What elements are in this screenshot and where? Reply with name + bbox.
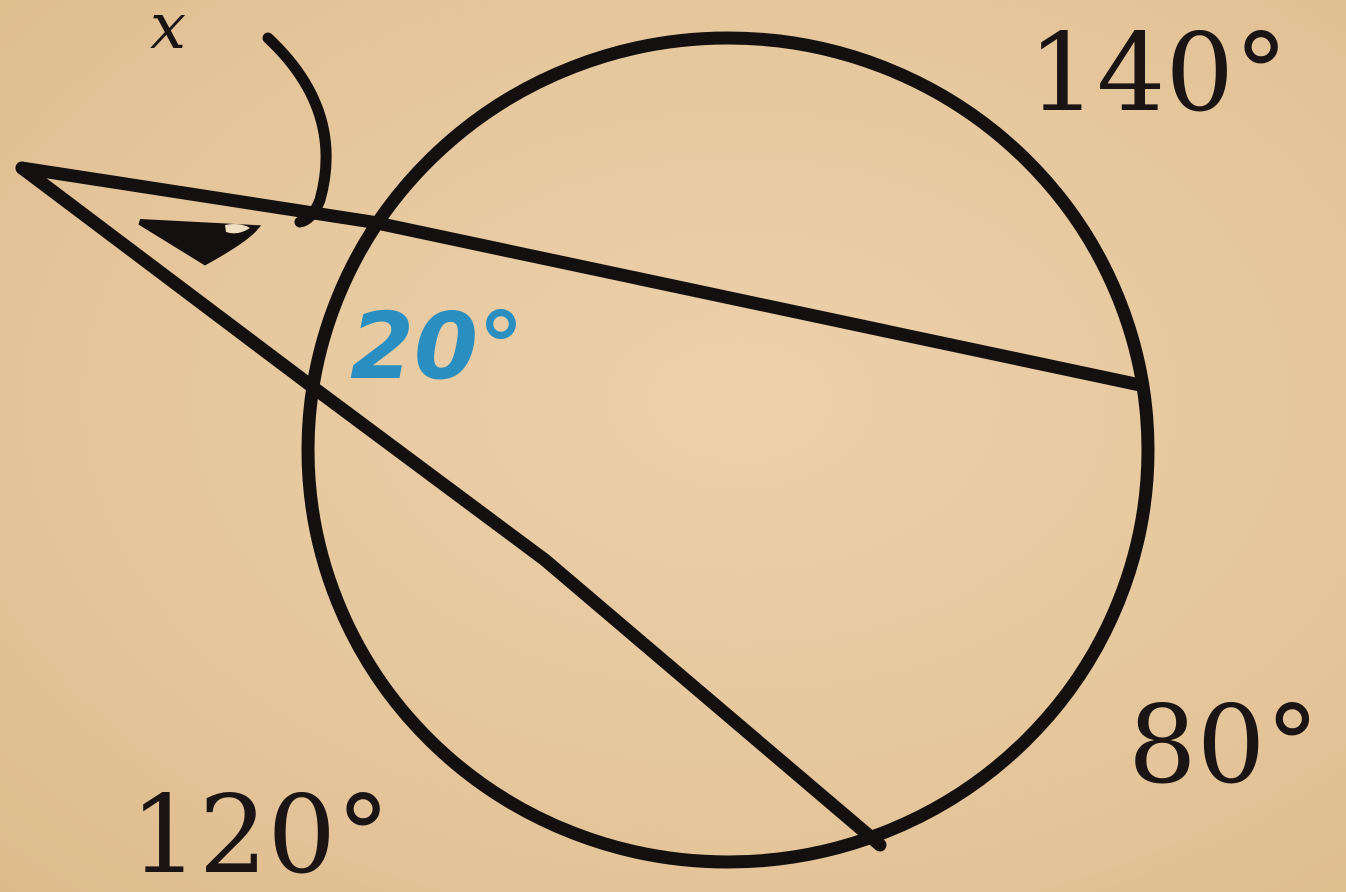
unknown-angle-label: x: [150, 0, 186, 64]
circle: [301, 31, 1155, 869]
lower-secant: [15, 161, 887, 852]
upper-secant: [15, 161, 1147, 392]
arc-label-bottom-left: 120°: [130, 773, 390, 892]
label-pointer-arc: [262, 32, 332, 228]
angle-mark-highlight: [225, 224, 250, 234]
arc-label-right: 80°: [1128, 683, 1319, 808]
arc-label-top-right: 140°: [1028, 11, 1288, 136]
handwritten-answer: 20°: [350, 293, 524, 400]
